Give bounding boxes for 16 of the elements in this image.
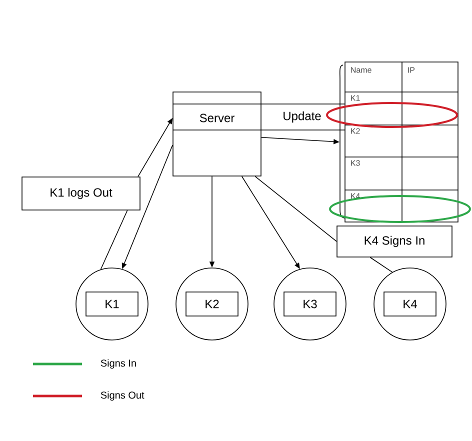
table <box>340 62 458 222</box>
connector-line <box>370 257 393 273</box>
connector-line <box>254 176 337 242</box>
connector-line <box>100 210 128 270</box>
table-cell-text: K4 <box>351 193 360 199</box>
table-cell-text: K1 <box>351 95 360 101</box>
table-cell-text: K2 <box>351 128 360 134</box>
table-cell-text: K3 <box>351 160 360 166</box>
arrow <box>241 176 300 269</box>
note-box: K1 logs Out <box>22 176 140 210</box>
table-cell-text: IP <box>408 67 415 73</box>
table-cell-text: Name <box>351 67 372 73</box>
edge-label: Update <box>282 110 322 124</box>
legend-text: Signs Out <box>100 391 144 401</box>
legend-text: Signs In <box>100 359 136 369</box>
note-box: K4 Signs In <box>336 226 452 258</box>
